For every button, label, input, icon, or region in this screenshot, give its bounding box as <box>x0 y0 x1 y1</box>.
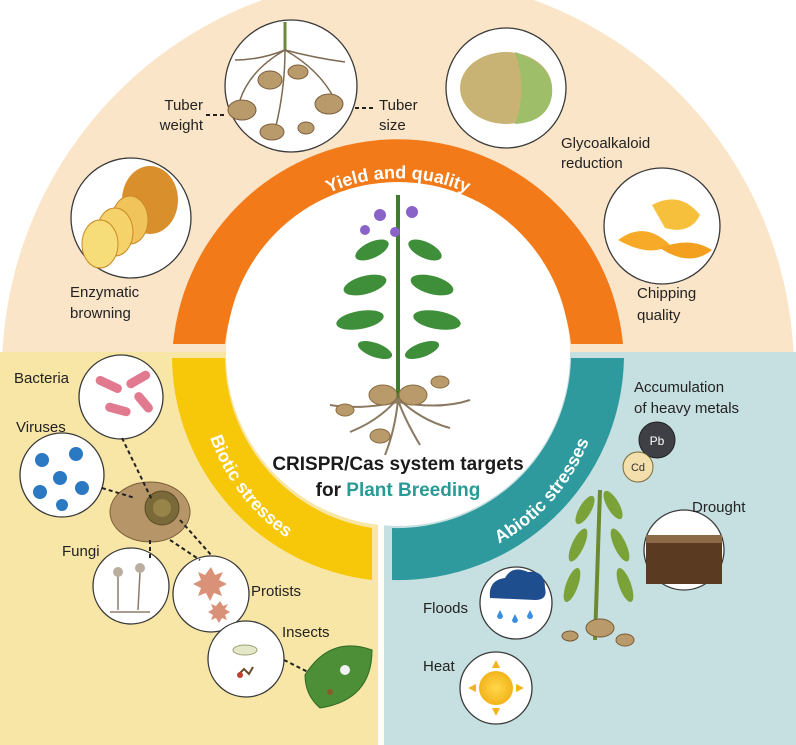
protists-label: Protists <box>251 583 301 600</box>
damaged-leaf-illustration <box>304 645 373 709</box>
bacteria-label: Bacteria <box>14 370 70 387</box>
drought-label: Drought <box>692 499 746 516</box>
bacteria-illustration <box>78 354 164 440</box>
fungi-label: Fungi <box>62 543 100 560</box>
viruses-label: Viruses <box>16 419 66 436</box>
svg-text:Cd: Cd <box>631 462 645 474</box>
heavy-metals-label-1: Accumulation <box>634 379 724 396</box>
insects-illustration <box>207 620 285 698</box>
svg-text:Pb: Pb <box>650 434 665 448</box>
viruses-illustration <box>19 432 105 518</box>
diseased-tuber-illustration <box>109 481 191 543</box>
tuber-size-label-2: size <box>379 117 406 134</box>
cd-metal-icon: Cd <box>622 451 654 483</box>
wilting-plant-illustration <box>561 489 635 647</box>
potato-chips-illustration <box>603 167 721 285</box>
enzymatic-browning-label-2: browning <box>70 305 131 322</box>
heavy-metals-label-2: of heavy metals <box>634 400 739 417</box>
sliced-potato-illustration <box>70 157 192 279</box>
floods-label: Floods <box>423 600 468 617</box>
tuber-weight-label-2: weight <box>159 117 204 134</box>
potato-plant-illustration <box>329 195 471 456</box>
glycoalkaloid-label-1: Glycoalkaloid <box>561 135 650 152</box>
biotic-ring <box>172 358 372 580</box>
enzymatic-browning-label-1: Enzymatic <box>70 284 140 301</box>
insects-label: Insects <box>282 624 330 641</box>
chipping-quality-label-2: quality <box>637 307 681 324</box>
drought-soil-illustration <box>643 509 725 591</box>
rain-cloud-illustration <box>479 566 553 640</box>
heat-label: Heat <box>423 658 456 675</box>
center-title-line1: CRISPR/Cas system targets <box>272 454 523 475</box>
protists-illustration <box>172 555 250 633</box>
green-potato-illustration <box>445 27 567 149</box>
center-title-line2: for Plant Breeding <box>316 480 481 501</box>
pb-metal-icon: Pb <box>638 421 676 459</box>
glycoalkaloid-label-2: reduction <box>561 155 623 172</box>
tuber-illustration <box>224 19 358 153</box>
fungi-illustration <box>92 547 170 625</box>
abiotic-ring <box>392 358 624 581</box>
sun-illustration <box>459 651 533 725</box>
tuber-size-label-1: Tuber <box>379 97 418 114</box>
yield-ring <box>173 139 623 344</box>
chipping-quality-label-1: Chipping <box>637 285 696 302</box>
tuber-weight-label-1: Tuber <box>164 97 203 114</box>
